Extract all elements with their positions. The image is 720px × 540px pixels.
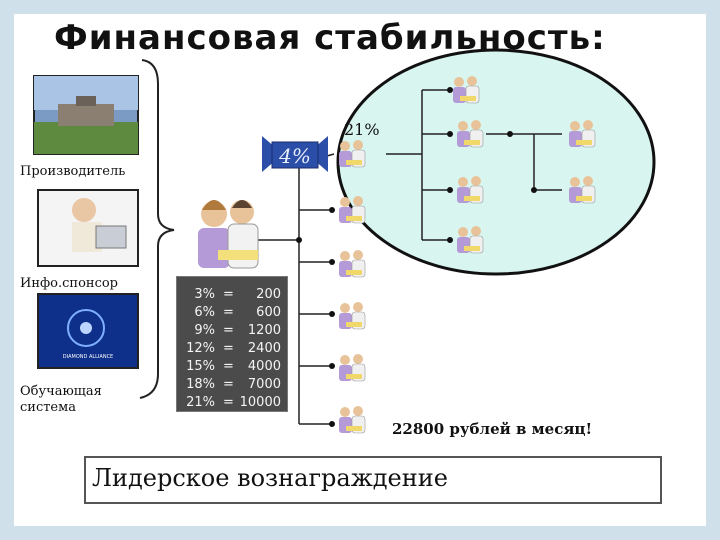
percent-badge: 4%	[262, 136, 328, 172]
downline-circle	[336, 48, 656, 276]
bracket	[139, 59, 175, 399]
table-row: 9%=1200	[194, 323, 281, 338]
person-icon	[338, 195, 366, 224]
training-caption: Обучающая система	[20, 384, 102, 415]
person-icon	[456, 175, 484, 204]
svg-text:4%: 4%	[278, 144, 311, 168]
leader-reward-text: Лидерское вознаграждение	[92, 464, 448, 492]
person-icon	[568, 119, 596, 148]
connector-dots	[296, 87, 537, 427]
svg-text:DIAMOND ALLIANCE: DIAMOND ALLIANCE	[63, 354, 113, 360]
person-icon	[452, 75, 480, 104]
org-diagram: 4% DIAMOND ALLIANCE	[33, 48, 656, 427]
bonus-table: 3%=200 6%=600 9%=1200 12%=2400 15%=4000 …	[176, 276, 288, 412]
slide: Финансовая стабильность:	[14, 14, 706, 526]
table-row: 6%=600	[194, 305, 281, 320]
training-photo: DIAMOND ALLIANCE	[37, 293, 139, 369]
producer-photo	[33, 75, 139, 155]
couple-figure	[198, 200, 259, 269]
table-row: 18%=7000	[186, 377, 281, 392]
people-icons	[338, 75, 596, 434]
person-icon	[456, 225, 484, 254]
circle-percent: 21%	[344, 120, 380, 139]
connector-lines	[226, 89, 562, 425]
leader-reward-box: Лидерское вознаграждение	[84, 456, 662, 504]
person-icon	[338, 249, 366, 278]
table-row: 15%=4000	[186, 359, 281, 374]
table-row: 3%=200	[194, 287, 281, 302]
person-icon	[338, 353, 366, 382]
person-icon	[456, 119, 484, 148]
monthly-income: 22800 рублей в месяц!	[392, 420, 593, 438]
sponsor-photo	[37, 189, 139, 267]
person-icon	[338, 301, 366, 330]
person-icon	[338, 139, 366, 168]
table-row: 21%=10000	[186, 395, 281, 410]
person-icon	[568, 175, 596, 204]
producer-caption: Производитель	[20, 164, 126, 179]
sponsor-caption: Инфо.спонсор	[20, 276, 119, 291]
table-row: 12%=2400	[186, 341, 281, 356]
person-icon	[338, 405, 366, 434]
